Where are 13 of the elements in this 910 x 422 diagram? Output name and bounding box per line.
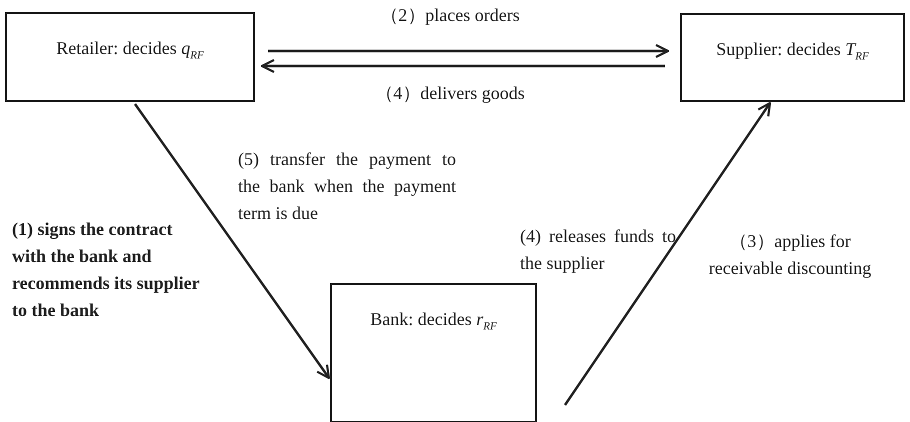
edge-label: (1) signs the contract with the bank and recommends its supplier to the bank — [12, 218, 200, 322]
edge-label: （4）delivers goods — [374, 82, 526, 105]
edge-label: （2）places orders — [379, 4, 521, 27]
step-note: (5) transfer the payment to the bank when the payment term is due — [238, 148, 456, 225]
actor-box: Bank: decides r$_{RF}$ — [330, 283, 537, 422]
arrow — [134, 103, 330, 380]
edge-label: (4) releases funds to the supplier — [520, 225, 676, 275]
actor-box: Retailer: decides q$_{RF}$ — [5, 12, 255, 102]
arrow — [564, 102, 772, 406]
step-note: （3）applies for receivable discounting — [708, 230, 872, 280]
actor-box: Supplier: decides T$_{RF}$ — [680, 13, 905, 102]
arrow — [260, 58, 665, 74]
arrow — [268, 44, 670, 58]
